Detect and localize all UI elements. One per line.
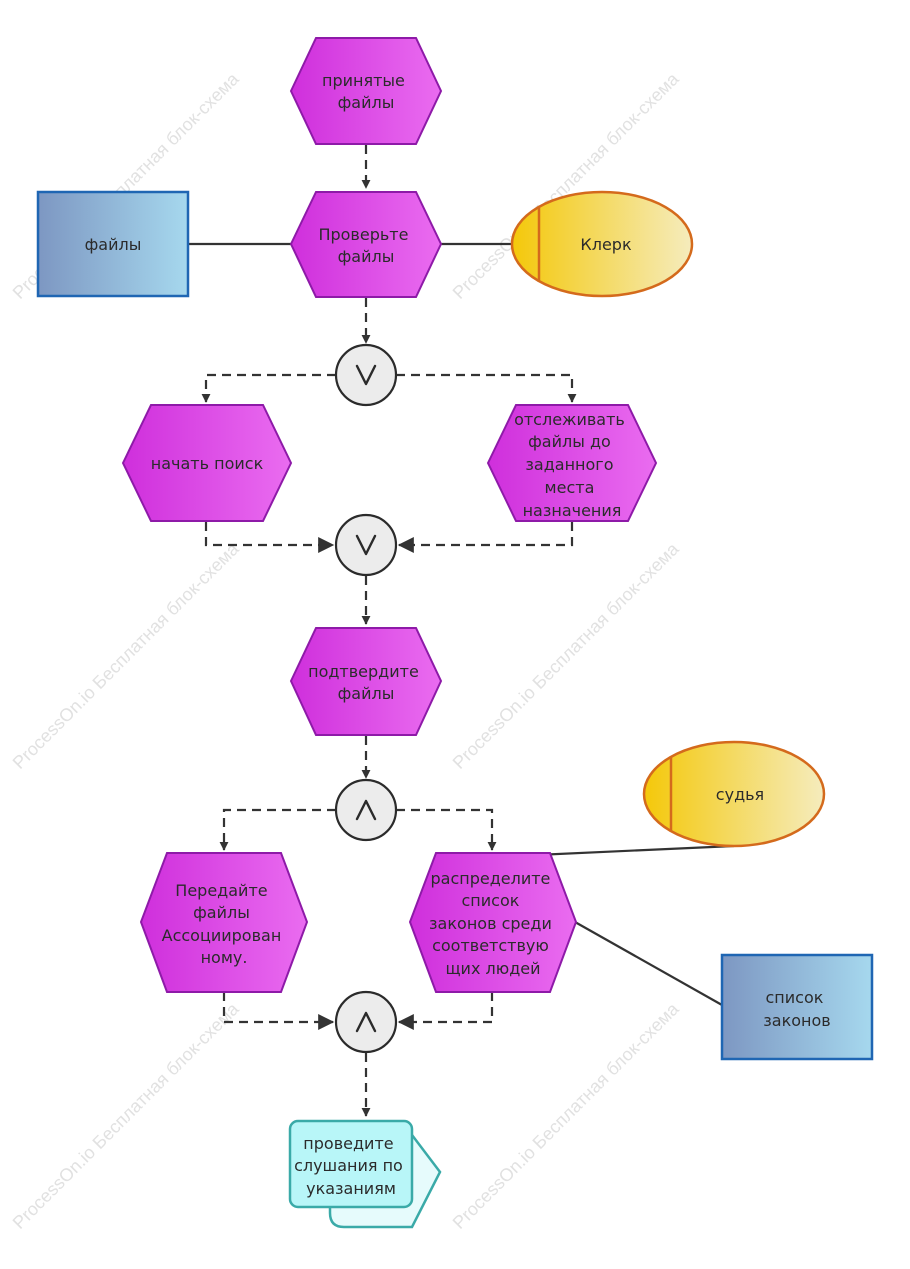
function-check-files-label: Проверьте файлы (318, 225, 413, 266)
edge-distribute-to-and-join (397, 992, 494, 1030)
process-hold-hearings-label: проведите слушания по указаниям (294, 1134, 408, 1198)
event-accepted-files[interactable]: принятые файлы (289, 37, 443, 145)
edge-judge-to-distribute (535, 844, 735, 857)
function-check-files[interactable]: Проверьте файлы (289, 191, 443, 298)
edge-or-split-to-start-search (201, 373, 336, 403)
resource-laws-list-label: список законов (763, 988, 830, 1030)
gate-or-split[interactable] (334, 343, 398, 407)
edge-start-search-to-or-join (204, 522, 335, 553)
role-clerk[interactable]: Клерк (510, 190, 694, 298)
edge-and-split-to-distribute (396, 808, 497, 851)
edge-and-split-to-transfer (219, 808, 336, 851)
edge-transfer-to-and-join (222, 992, 335, 1030)
watermark-text: ProcessOn.io Бесплатная блок-схема (9, 538, 244, 773)
and-symbol-icon (355, 799, 377, 821)
gate-and-split[interactable] (334, 778, 398, 842)
event-track-files[interactable]: отслеживать файлы до заданного места наз… (486, 404, 658, 522)
or-symbol-icon (355, 534, 377, 556)
event-confirm-files-label: подтвердите файлы (308, 662, 424, 703)
gate-or-join[interactable] (334, 513, 398, 577)
and-symbol-icon (355, 1011, 377, 1033)
role-judge[interactable]: судья (642, 740, 826, 848)
event-distribute-laws[interactable]: распределите список законов среди соотве… (408, 852, 578, 993)
resource-files-label: файлы (85, 235, 142, 254)
edge-distribute-to-laws-list (574, 921, 723, 1006)
event-start-search-label: начать поиск (151, 454, 264, 473)
edges (189, 145, 735, 1117)
event-transfer-files-label: Передайте файлы Ассоциирован ному. (162, 881, 287, 967)
resource-laws-list[interactable]: список законов (720, 953, 874, 1061)
role-clerk-label: Клерк (580, 235, 632, 254)
event-track-files-label: отслеживать файлы до заданного места наз… (514, 410, 630, 520)
watermark-text: ProcessOn.io Бесплатная блок-схема (449, 538, 684, 773)
event-accepted-files-label: принятые файлы (322, 71, 410, 112)
event-confirm-files[interactable]: подтвердите файлы (289, 627, 443, 736)
watermark-text: ProcessOn.io Бесплатная блок-схема (9, 998, 244, 1233)
process-hold-hearings[interactable]: проведите слушания по указаниям (288, 1119, 442, 1229)
role-judge-label: судья (716, 785, 764, 804)
edge-track-files-to-or-join (397, 522, 574, 553)
or-symbol-icon (355, 364, 377, 386)
gate-and-join[interactable] (334, 990, 398, 1054)
watermark-text: ProcessOn.io Бесплатная блок-схема (449, 998, 684, 1233)
edge-or-split-to-track-files (396, 373, 577, 403)
event-transfer-files[interactable]: Передайте файлы Ассоциирован ному. (139, 852, 309, 993)
event-distribute-laws-label: распределите список законов среди соотве… (429, 869, 557, 978)
resource-files[interactable]: файлы (36, 190, 190, 298)
event-start-search[interactable]: начать поиск (121, 404, 293, 522)
